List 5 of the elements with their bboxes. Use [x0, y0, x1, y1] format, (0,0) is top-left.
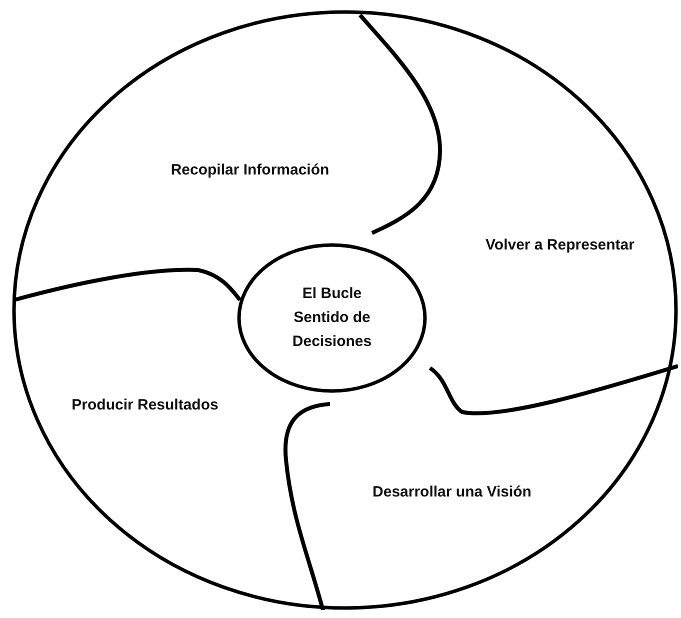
sector-label: Producir Resultados [72, 396, 218, 414]
center-label: El Bucle Sentido de Decisiones [291, 284, 373, 352]
sector-label: Recopilar Información [170, 162, 330, 178]
sector-label: Desarrollar una Visión [372, 484, 532, 500]
sector-label: Volver a Representar [486, 236, 634, 254]
